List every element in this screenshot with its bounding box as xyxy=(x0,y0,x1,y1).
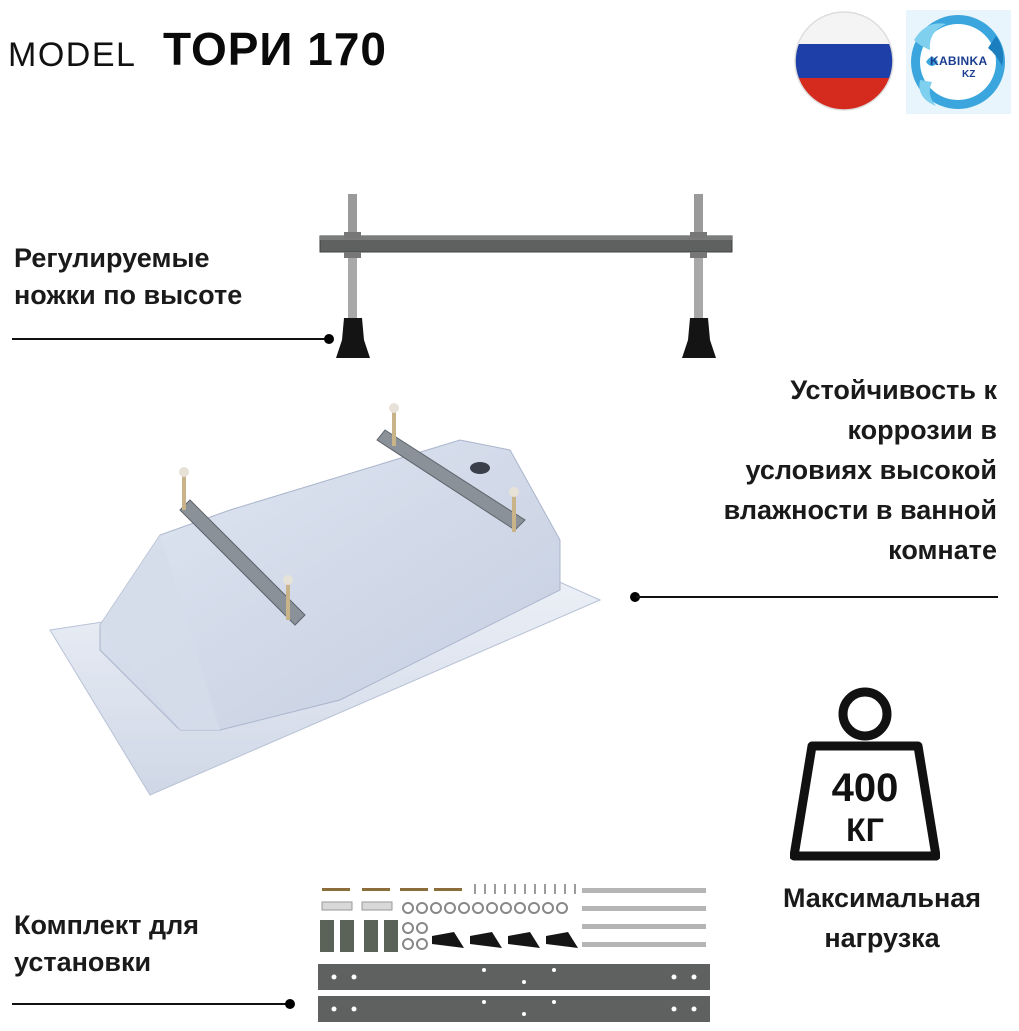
kabinka-logo-icon: KABINKA KZ xyxy=(906,10,1011,114)
feature-legs-line-2: ножки по высоте xyxy=(14,280,243,310)
russia-flag-icon xyxy=(793,10,895,112)
model-name: ТОРИ 170 xyxy=(163,23,388,75)
load-value: 400 xyxy=(831,766,899,810)
legs-pointer-dot xyxy=(324,334,334,344)
feature-legs-line-1: Регулируемые xyxy=(14,243,210,273)
logo-text-bottom: KZ xyxy=(962,69,976,80)
feature-corrosion-line-2: коррозии в xyxy=(847,415,998,445)
feature-corrosion-line-1: Устойчивость к xyxy=(790,375,997,405)
feature-kit-line-1: Комплект для xyxy=(14,910,199,940)
corrosion-pointer-dot xyxy=(630,592,640,602)
model-label: MODEL xyxy=(8,36,137,74)
load-unit: КГ xyxy=(846,812,884,848)
feature-kit: Комплект для установки xyxy=(14,907,199,981)
logo-text-top: KABINKA xyxy=(930,54,988,68)
feature-corrosion-line-5: комнате xyxy=(888,535,997,565)
feature-kit-line-2: установки xyxy=(14,947,152,977)
load-caption-line-2: нагрузка xyxy=(824,923,940,953)
adjustable-frame-image xyxy=(318,190,736,365)
load-caption-line-1: Максимальная xyxy=(782,883,982,913)
bathtub-image xyxy=(40,400,610,810)
feature-corrosion-line-4: влажности в ванной xyxy=(723,495,997,525)
kit-pointer-dot xyxy=(285,999,295,1009)
kit-pointer-line xyxy=(12,1003,288,1005)
feature-corrosion: Устойчивость к коррозии в условиях высок… xyxy=(724,370,997,570)
feature-corrosion-line-3: условиях высокой xyxy=(745,455,997,485)
corrosion-pointer-line xyxy=(636,596,998,598)
installation-kit-image xyxy=(314,878,714,1028)
legs-pointer-line xyxy=(12,338,328,340)
weight-icon: 400 КГ xyxy=(790,686,940,866)
load-caption: Максимальная нагрузка xyxy=(752,878,1012,958)
feature-legs: Регулируемые ножки по высоте xyxy=(14,240,242,314)
